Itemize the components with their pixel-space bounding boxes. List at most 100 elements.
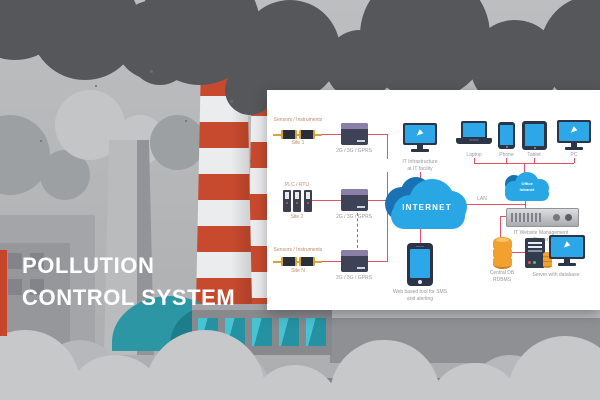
building-window (30, 253, 44, 269)
title-line-2: CONTROL SYSTEM (22, 285, 236, 310)
intranet-cloud-label: Office Intranet (503, 181, 551, 192)
smartphone-screen (410, 249, 430, 278)
phone-icon (498, 122, 515, 149)
site1-name: Site 1 (291, 140, 305, 146)
cloud-puff (391, 203, 465, 229)
connector-line (534, 158, 535, 163)
sensor-block-icon (299, 257, 315, 266)
monitor-neck (417, 145, 423, 149)
it-monitor-label-line2: at IT facility (407, 165, 433, 172)
database-label: Central DB RDBMS (477, 270, 527, 283)
building-window (8, 253, 22, 269)
db-label-line2: RDBMS (492, 276, 512, 283)
smoke-particle (250, 160, 252, 162)
smartphone-label: Web based tool for SMS and alerting (380, 289, 460, 302)
it-monitor-label: IT Infrastructure at IT facility (385, 159, 455, 172)
smoke-particle (40, 140, 42, 142)
laptop-icon (456, 121, 492, 145)
server-monitor-label: Server with database (532, 272, 580, 278)
connector-line (322, 134, 341, 135)
sensor-icon (273, 257, 322, 267)
connector-line (574, 158, 575, 163)
sensor-wire (273, 261, 322, 263)
connector-line (506, 158, 507, 163)
data-logger-icon (341, 123, 368, 145)
db-band (493, 255, 512, 269)
connector-line (524, 163, 525, 173)
it-monitor-icon (403, 123, 437, 152)
siteN-name: Site N (291, 268, 305, 274)
rack-label-line1: IT Website Management (513, 230, 569, 236)
plc-module (283, 190, 291, 212)
teal-window (252, 318, 272, 346)
internet-cloud-label: INTERNET (402, 203, 452, 212)
laptop-base (456, 138, 492, 144)
connector-line (474, 158, 475, 163)
sensor-icon (273, 130, 322, 140)
internet-cloud-icon: INTERNET (385, 175, 469, 231)
sensor-block-icon (281, 130, 297, 139)
sensor-wire (273, 134, 322, 136)
connector-line (500, 216, 501, 237)
connector-line (420, 229, 421, 243)
device-label-tablet: Tablet (527, 152, 541, 158)
server-monitor-icon (549, 235, 585, 266)
plc-module (304, 190, 312, 212)
ground-strip (0, 378, 600, 400)
it-monitor-label-line1: IT Infrastructure (402, 159, 438, 165)
building-window (8, 279, 22, 295)
connector-line (322, 261, 341, 262)
database-icon (493, 237, 512, 269)
tower-server-icon (525, 238, 545, 268)
data-logger-icon (341, 189, 368, 211)
monitor-screen (405, 125, 435, 143)
smoke-particle (230, 100, 233, 103)
factory-wall (330, 318, 600, 363)
monitor-base (565, 147, 583, 150)
db-label-line1: Central DB (489, 270, 515, 276)
site1-logger-label: 2G / 3G / GPRS (336, 148, 372, 154)
monitor-screen (559, 122, 589, 141)
title-line-1: POLLUTION (22, 253, 155, 278)
tablet-icon (522, 121, 547, 150)
smoke-cloud (150, 115, 205, 170)
dark-smoke-cloud (0, 0, 70, 60)
siteN-logger-label: 2G / 3G / GPRS (336, 275, 372, 281)
connector-line-lan (463, 204, 525, 205)
device-label-phone: Phone (499, 152, 514, 158)
factory-roofline (192, 304, 332, 310)
factory-roof (330, 310, 600, 318)
teal-window (225, 318, 245, 346)
sensor-block-icon (299, 130, 315, 139)
connector-line (368, 134, 388, 135)
connector-line-dashed (357, 213, 358, 248)
rack-server-icon (506, 208, 579, 227)
intranet-label-line1: Office (521, 181, 533, 186)
site2-name: Site 2 (290, 214, 304, 220)
lan-label: LAN (477, 196, 487, 202)
intranet-label-line2: Intranet (519, 186, 535, 192)
teal-window (198, 318, 218, 346)
laptop-screen (461, 121, 487, 139)
title-accent-bar (0, 250, 7, 336)
connector-line (525, 201, 526, 209)
connector-line (312, 200, 341, 201)
diagram-panel: Sensors / Instruments Site 1 2G / 3G / G… (267, 90, 600, 310)
device-label-laptop: Laptop (466, 152, 482, 158)
data-logger-icon (341, 250, 368, 272)
teal-window (279, 318, 299, 346)
monitor-screen (551, 237, 583, 257)
teal-window (306, 318, 326, 346)
monitor-base (411, 149, 429, 152)
site2-label: PLC / RTU (284, 182, 310, 188)
cloud-puff (505, 187, 549, 201)
building-window (30, 279, 44, 295)
intranet-cloud-icon: Office Intranet (503, 172, 551, 203)
page-title: POLLUTION CONTROL SYSTEM (22, 250, 235, 314)
mini-database-icon (543, 252, 552, 268)
monitor-neck (564, 259, 570, 263)
connector-line (368, 261, 388, 262)
device-label-pc: PC (570, 152, 578, 158)
site2-logger-label: 2G / 3G / GPRS (336, 214, 372, 220)
